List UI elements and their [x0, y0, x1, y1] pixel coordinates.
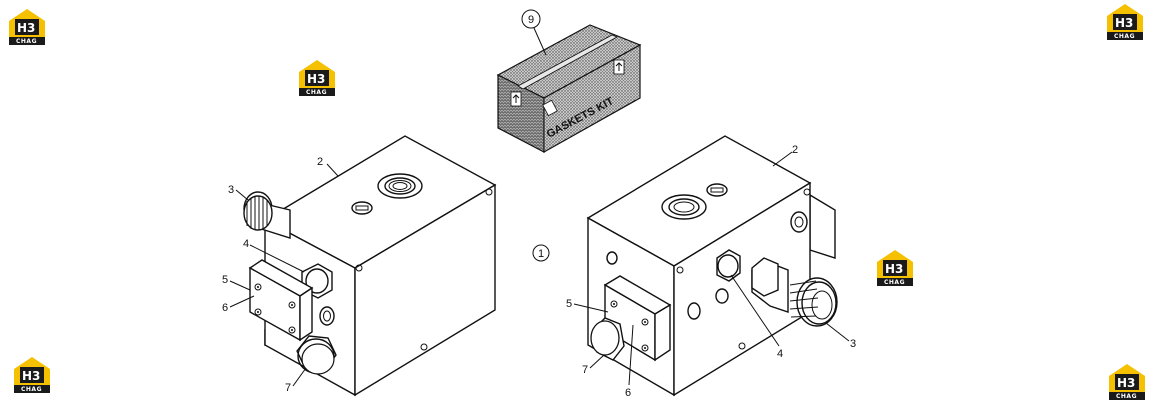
logo-letters: H3 — [1115, 16, 1133, 30]
right-callout-2: 2 — [792, 144, 798, 156]
watermark-logo-top-left: H3 CHAG — [9, 9, 45, 45]
callout-9: 9 — [521, 9, 547, 56]
left-callout-2: 2 — [317, 156, 323, 168]
watermark-logo-right-mid: H3 CHAG — [877, 250, 913, 286]
logo-letters: H3 — [22, 369, 40, 383]
right-callout-6: 6 — [625, 387, 631, 399]
callout-1-text: 1 — [538, 248, 544, 260]
watermark-logo-bottom-right: H3 CHAG — [1109, 364, 1145, 400]
right-callout-5: 5 — [566, 298, 572, 310]
logo-sub: CHAG — [306, 89, 327, 96]
left-callout-7: 7 — [285, 382, 291, 394]
logo-sub: CHAG — [16, 38, 37, 45]
watermark-logo-bottom-left: H3 CHAG — [14, 357, 50, 393]
left-callouts: 2 3 4 5 6 7 — [222, 156, 339, 394]
callout-9-text: 9 — [528, 14, 534, 26]
gaskets-kit-box: GASKETS KIT — [496, 24, 642, 154]
right-callout-3: 3 — [850, 338, 856, 350]
valve-block-right — [586, 135, 838, 397]
left-callout-5: 5 — [222, 274, 228, 286]
logo-sub: CHAG — [21, 386, 42, 393]
left-callout-3: 3 — [228, 184, 234, 196]
watermark-logo-top-right: H3 CHAG — [1107, 4, 1143, 40]
logo-letters: H3 — [17, 21, 35, 35]
logo-letters: H3 — [885, 262, 903, 276]
right-callout-4: 4 — [777, 348, 783, 360]
watermark-logo-upper-mid: H3 CHAG — [299, 60, 335, 96]
callout-1: 1 — [532, 244, 550, 262]
logo-letters: H3 — [1117, 376, 1135, 390]
logo-letters: H3 — [307, 72, 325, 86]
logo-sub: CHAG — [1114, 33, 1135, 40]
logo-sub: CHAG — [884, 279, 905, 286]
right-callouts: 2 5 7 6 4 3 — [566, 144, 856, 399]
valve-block-left — [243, 135, 497, 397]
logo-sub: CHAG — [1116, 393, 1137, 400]
left-callout-4: 4 — [243, 238, 249, 250]
right-callout-7: 7 — [582, 364, 588, 376]
left-callout-6: 6 — [222, 302, 228, 314]
